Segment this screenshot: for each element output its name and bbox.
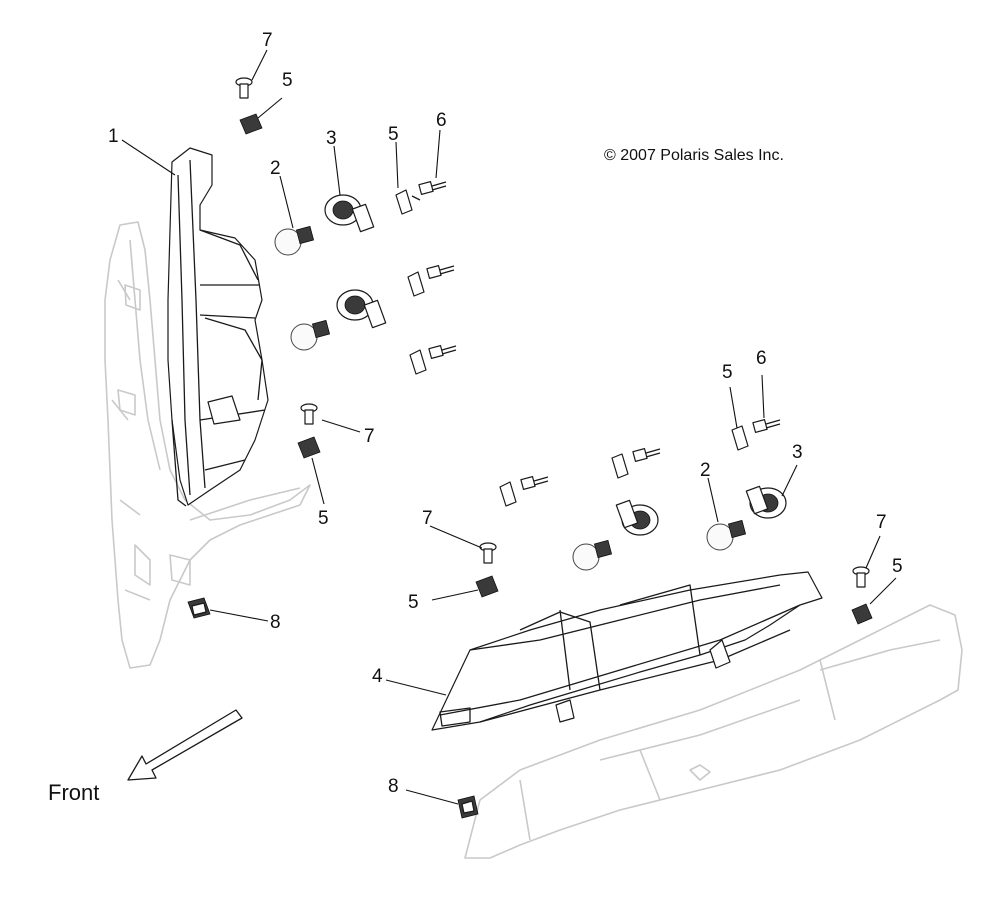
push-pin-center — [479, 542, 497, 564]
callout-3-upper: 3 — [326, 128, 337, 149]
bulb-base-lower-right — [727, 519, 747, 539]
callout-labels: 1 2 3 5 6 7 5 7 5 8 4 7 5 5 6 2 3 7 5 8 — [108, 30, 903, 797]
left-body-panel-ghost — [104, 221, 311, 669]
copyright-symbol: © — [604, 147, 616, 164]
copyright-notice: © 2007 Polaris Sales Inc. — [604, 147, 784, 164]
push-pin-top — [235, 77, 253, 99]
front-label: Front — [48, 780, 99, 805]
callout-6-right: 6 — [756, 348, 767, 369]
socket-lower-center — [615, 499, 659, 536]
socket-mid-left — [336, 289, 387, 329]
clip-screw-group — [239, 113, 873, 625]
push-pin-right — [852, 566, 870, 588]
callout-2-upper: 2 — [270, 158, 281, 179]
headlight-housing-right — [431, 571, 823, 731]
callout-7-center: 7 — [422, 508, 433, 529]
bulb-base-upper-left — [295, 225, 315, 245]
socket-upper-left — [324, 194, 375, 233]
screw-right-mid — [632, 448, 661, 462]
grommet-left — [187, 597, 211, 619]
callout-5-right: 5 — [722, 362, 733, 383]
callout-4: 4 — [372, 666, 383, 687]
callout-7-right: 7 — [876, 512, 887, 533]
callout-7-mid: 7 — [364, 426, 375, 447]
clip-upper — [395, 189, 421, 215]
clip-lower — [409, 349, 427, 375]
callout-8-bottom: 8 — [388, 776, 399, 797]
svg-text:© 2007 Polaris Sales Inc.: © 2007 Polaris Sales Inc. — [604, 147, 784, 164]
callout-7-top: 7 — [262, 30, 273, 51]
clip-far-right — [851, 603, 873, 625]
callout-5-far-right: 5 — [892, 556, 903, 577]
callout-2-lower: 2 — [700, 460, 711, 481]
headlight-housing-left — [167, 147, 269, 507]
screw-right-low — [520, 476, 549, 490]
callout-5-center: 5 — [408, 592, 419, 613]
screw-lower — [428, 345, 457, 359]
clip-center — [475, 575, 499, 598]
callout-8-left: 8 — [270, 612, 281, 633]
clip-right-upper — [731, 425, 749, 451]
copyright-text: 2007 Polaris Sales Inc. — [620, 147, 784, 164]
grommet-bottom — [457, 795, 479, 819]
clip-mid — [407, 271, 425, 297]
front-arrow-icon — [127, 709, 243, 781]
clip-right-mid — [611, 453, 629, 479]
callout-5-upper: 5 — [388, 124, 399, 145]
callout-5-mid: 5 — [318, 508, 329, 529]
callout-6-upper: 6 — [436, 110, 447, 131]
bulb-group — [274, 225, 747, 571]
leader-lines — [121, 49, 897, 805]
clip-mid-left — [297, 436, 321, 459]
callout-1: 1 — [108, 126, 119, 147]
clip-upper-left — [239, 113, 263, 135]
bulb-base-lower-center — [593, 539, 613, 559]
callout-3-lower: 3 — [792, 442, 803, 463]
screw-mid — [426, 265, 455, 279]
callout-5-top: 5 — [282, 70, 293, 91]
right-body-panel-ghost — [464, 604, 963, 859]
grommet-group — [187, 597, 479, 819]
socket-group — [324, 194, 787, 536]
screw-upper — [418, 181, 447, 195]
screw-right-upper — [752, 419, 781, 433]
socket-lower-right — [745, 485, 787, 519]
push-pin-group — [235, 77, 870, 588]
clip-right-low — [499, 481, 517, 507]
front-indicator: Front — [48, 709, 243, 805]
push-pin-mid — [300, 403, 318, 425]
bulb-base-lower-left — [311, 319, 331, 339]
